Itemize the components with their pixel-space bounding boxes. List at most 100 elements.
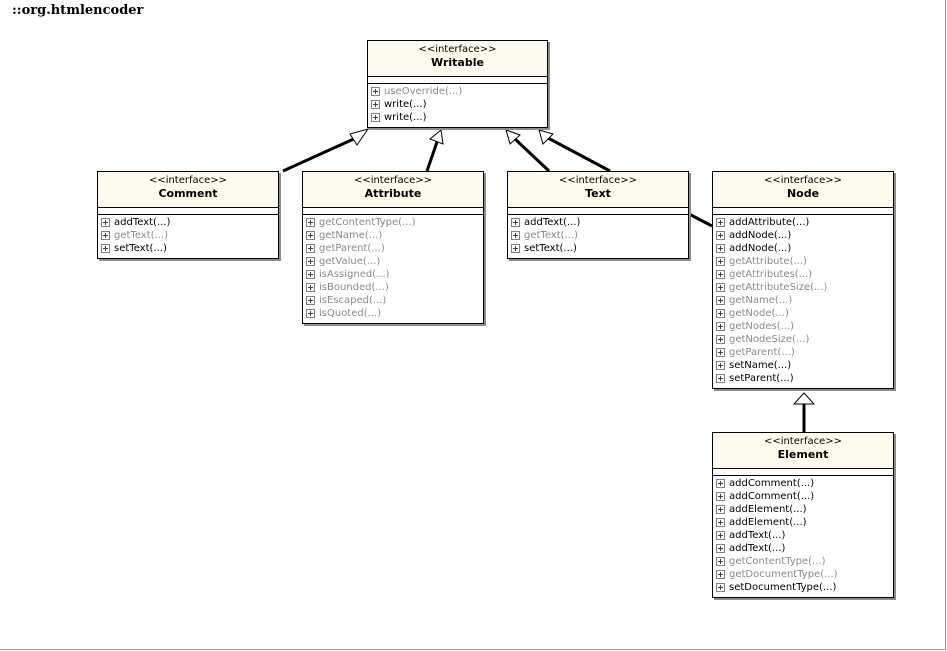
expand-icon[interactable] xyxy=(716,492,725,501)
expand-icon[interactable] xyxy=(101,244,110,253)
operation-label: getParent(...) xyxy=(319,243,385,254)
expand-icon[interactable] xyxy=(101,231,110,240)
expand-icon[interactable] xyxy=(371,100,380,109)
operation-row[interactable]: addText(...) xyxy=(715,542,893,555)
expand-icon[interactable] xyxy=(716,557,725,566)
expand-icon[interactable] xyxy=(716,335,725,344)
operation-row[interactable]: getNode(...) xyxy=(715,307,893,320)
operation-row[interactable]: setText(...) xyxy=(510,242,688,255)
interface-name: Attribute xyxy=(364,187,422,200)
operation-row[interactable]: write(...) xyxy=(370,98,547,111)
element-header: <<interface>> Element xyxy=(713,433,893,469)
expand-icon[interactable] xyxy=(306,231,315,240)
interface-name: Element xyxy=(777,448,829,461)
operation-row[interactable]: getDocumentType(...) xyxy=(715,568,893,581)
operation-row[interactable]: isQuoted(...) xyxy=(305,307,483,320)
operation-row[interactable]: getAttributes(...) xyxy=(715,268,893,281)
operation-row[interactable]: addElement(...) xyxy=(715,516,893,529)
operation-row[interactable]: getName(...) xyxy=(305,229,483,242)
operation-row[interactable]: getAttributeSize(...) xyxy=(715,281,893,294)
operation-label: addComment(...) xyxy=(729,491,815,502)
operation-label: write(...) xyxy=(384,112,427,123)
operation-row[interactable]: addNode(...) xyxy=(715,229,893,242)
interface-node[interactable]: <<interface>> Node addAttribute(...)addN… xyxy=(712,171,894,389)
operation-row[interactable]: getValue(...) xyxy=(305,255,483,268)
operation-row[interactable]: isEscaped(...) xyxy=(305,294,483,307)
operation-row[interactable]: addComment(...) xyxy=(715,490,893,503)
operation-label: setText(...) xyxy=(114,243,167,254)
operation-label: addComment(...) xyxy=(729,478,815,489)
expand-icon[interactable] xyxy=(371,113,380,122)
operation-row[interactable]: getNodes(...) xyxy=(715,320,893,333)
operation-row[interactable]: getNodeSize(...) xyxy=(715,333,893,346)
expand-icon[interactable] xyxy=(716,570,725,579)
expand-icon[interactable] xyxy=(716,231,725,240)
expand-icon[interactable] xyxy=(716,257,725,266)
operation-row[interactable]: setDocumentType(...) xyxy=(715,581,893,594)
expand-icon[interactable] xyxy=(716,361,725,370)
operation-row[interactable]: setName(...) xyxy=(715,359,893,372)
expand-icon[interactable] xyxy=(306,283,315,292)
operation-row[interactable]: addText(...) xyxy=(715,529,893,542)
expand-icon[interactable] xyxy=(716,348,725,357)
expand-icon[interactable] xyxy=(716,479,725,488)
link-text-writable xyxy=(513,137,551,173)
expand-icon[interactable] xyxy=(306,257,315,266)
operations-compartment: getContentType(...)getName(...)getParent… xyxy=(303,215,483,322)
interface-element[interactable]: <<interface>> Element addComment(...)add… xyxy=(712,432,894,598)
expand-icon[interactable] xyxy=(716,322,725,331)
expand-icon[interactable] xyxy=(511,218,520,227)
operation-row[interactable]: addText(...) xyxy=(100,216,278,229)
operation-row[interactable]: addNode(...) xyxy=(715,242,893,255)
operation-row[interactable]: isBounded(...) xyxy=(305,281,483,294)
expand-icon[interactable] xyxy=(716,374,725,383)
operation-label: getValue(...) xyxy=(319,256,381,267)
interface-attribute[interactable]: <<interface>> Attribute getContentType(.… xyxy=(302,171,484,324)
interface-writable[interactable]: <<interface>> Writable useOverride(...)w… xyxy=(367,40,548,128)
expand-icon[interactable] xyxy=(716,505,725,514)
expand-icon[interactable] xyxy=(306,270,315,279)
operation-row[interactable]: getContentType(...) xyxy=(305,216,483,229)
operation-label: setDocumentType(...) xyxy=(729,582,837,593)
operation-row[interactable]: getParent(...) xyxy=(305,242,483,255)
expand-icon[interactable] xyxy=(306,296,315,305)
operation-row[interactable]: addComment(...) xyxy=(715,477,893,490)
operation-row[interactable]: setText(...) xyxy=(100,242,278,255)
operation-label: getAttribute(...) xyxy=(729,256,807,267)
operation-row[interactable]: addText(...) xyxy=(510,216,688,229)
operations-compartment: addComment(...)addComment(...)addElement… xyxy=(713,476,893,596)
expand-icon[interactable] xyxy=(716,309,725,318)
expand-icon[interactable] xyxy=(716,518,725,527)
expand-icon[interactable] xyxy=(716,531,725,540)
operation-row[interactable]: isAssigned(...) xyxy=(305,268,483,281)
operation-row[interactable]: getParent(...) xyxy=(715,346,893,359)
expand-icon[interactable] xyxy=(306,244,315,253)
operation-row[interactable]: getContentType(...) xyxy=(715,555,893,568)
expand-icon[interactable] xyxy=(716,283,725,292)
operation-label: addText(...) xyxy=(729,530,786,541)
operation-row[interactable]: write(...) xyxy=(370,111,547,124)
expand-icon[interactable] xyxy=(511,231,520,240)
operation-row[interactable]: getText(...) xyxy=(100,229,278,242)
expand-icon[interactable] xyxy=(716,270,725,279)
operation-row[interactable]: getAttribute(...) xyxy=(715,255,893,268)
operation-row[interactable]: addElement(...) xyxy=(715,503,893,516)
operation-row[interactable]: addAttribute(...) xyxy=(715,216,893,229)
operation-row[interactable]: getText(...) xyxy=(510,229,688,242)
interface-text[interactable]: <<interface>> Text addText(...)getText(.… xyxy=(507,171,689,259)
expand-icon[interactable] xyxy=(716,544,725,553)
expand-icon[interactable] xyxy=(716,583,725,592)
expand-icon[interactable] xyxy=(716,218,725,227)
operation-row[interactable]: useOverride(...) xyxy=(370,85,547,98)
expand-icon[interactable] xyxy=(511,244,520,253)
expand-icon[interactable] xyxy=(716,296,725,305)
operation-row[interactable]: setParent(...) xyxy=(715,372,893,385)
stereotype-label: <<interface>> xyxy=(763,436,843,447)
expand-icon[interactable] xyxy=(716,244,725,253)
expand-icon[interactable] xyxy=(101,218,110,227)
interface-comment[interactable]: <<interface>> Comment addText(...)getTex… xyxy=(97,171,279,259)
operation-row[interactable]: getName(...) xyxy=(715,294,893,307)
expand-icon[interactable] xyxy=(306,218,315,227)
expand-icon[interactable] xyxy=(306,309,315,318)
expand-icon[interactable] xyxy=(371,87,380,96)
